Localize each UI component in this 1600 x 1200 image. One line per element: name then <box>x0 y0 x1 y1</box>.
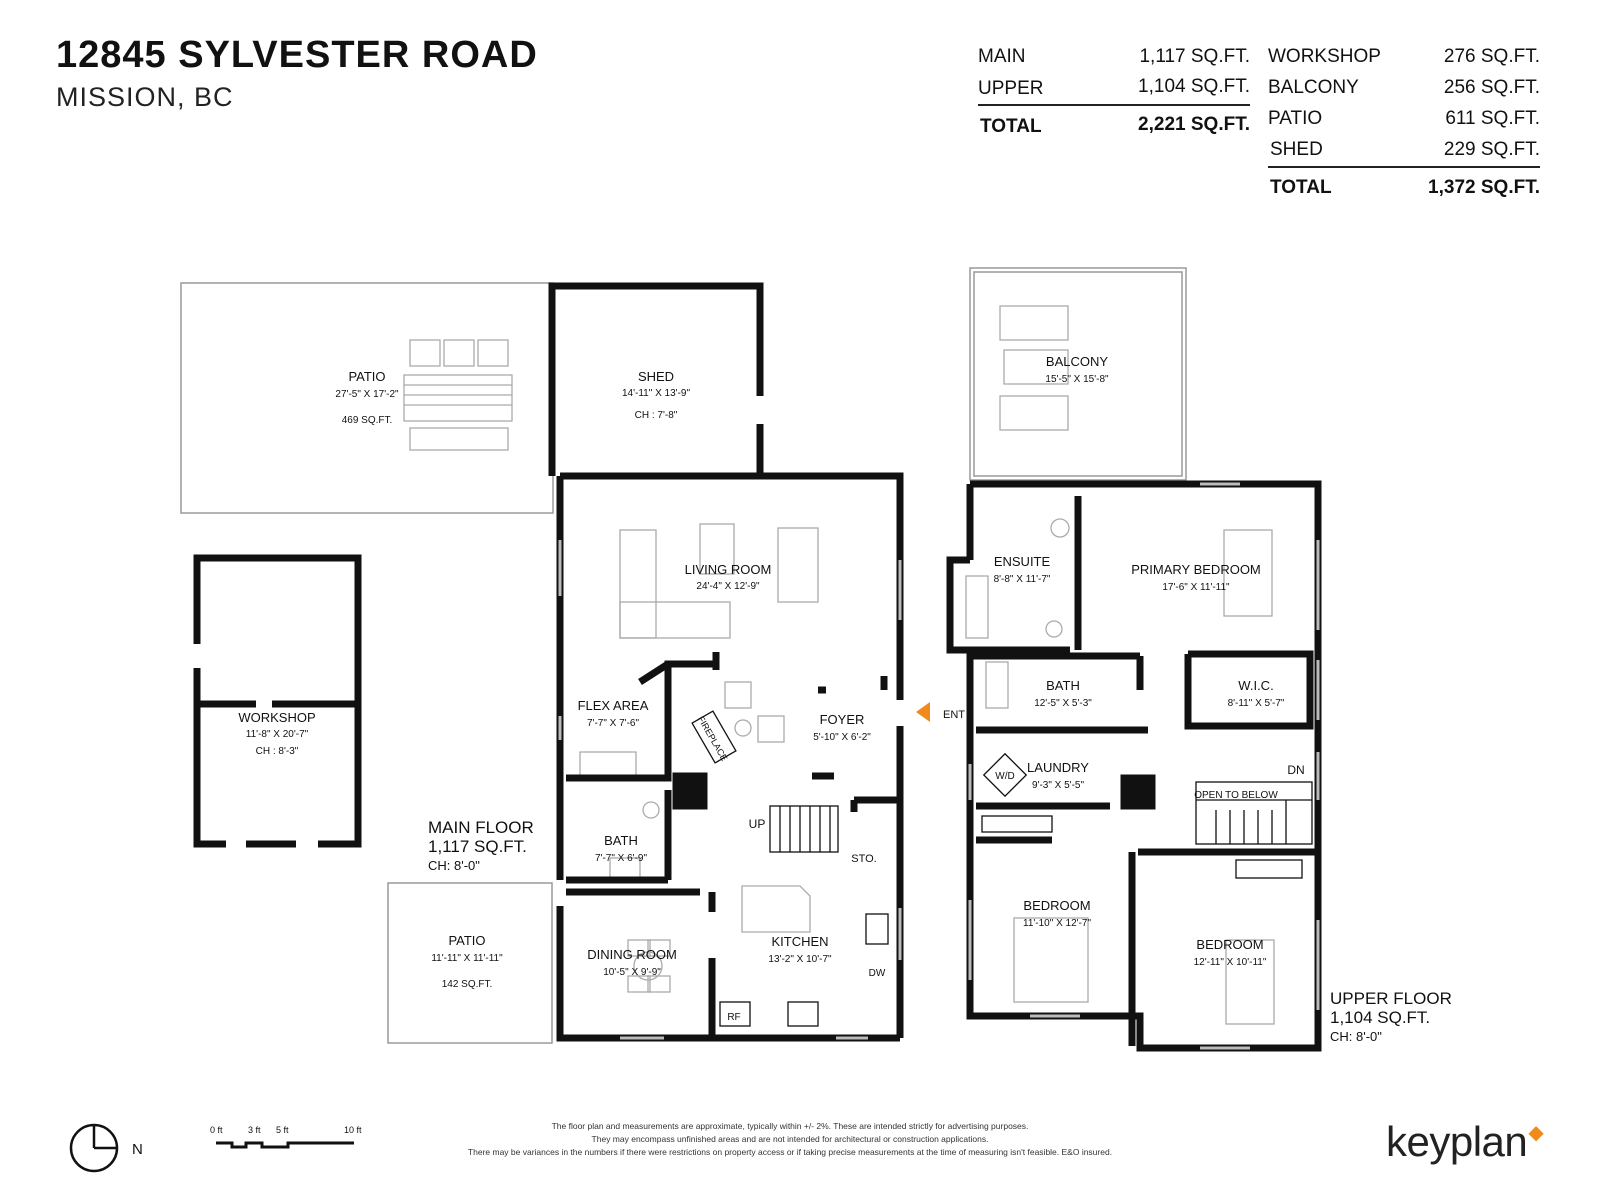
room-label: ENT <box>943 709 965 721</box>
room-label: STO. <box>851 853 876 865</box>
room-label: 13'-2" X 10'-7" <box>768 954 832 965</box>
room-label: RF <box>727 1012 740 1023</box>
disclaimer-line: There may be variances in the numbers if… <box>467 1147 1113 1157</box>
room-label: 5'-10" X 6'-2" <box>813 732 871 743</box>
room-label: LIVING ROOM <box>685 562 772 577</box>
room-label: FOYER <box>820 712 865 727</box>
area-label-patio: PATIO <box>1268 108 1323 129</box>
room-label: 11'-10" X 12'-7" <box>1023 918 1091 929</box>
brand-mark-icon: ◆ <box>1528 1122 1544 1144</box>
room-label: SHED <box>638 369 674 384</box>
keyplan-logo: keyplan ◆ <box>1386 1118 1544 1166</box>
room-label: MAIN FLOOR <box>428 818 534 837</box>
room-label: 9'-3" X 5'-5" <box>1032 780 1085 791</box>
area-value-main: 1,117 SQ.FT. <box>1139 46 1250 67</box>
disclaimer-line: The floor plan and measurements are appr… <box>551 1121 1029 1131</box>
north-arrow-icon: N <box>69 1123 143 1173</box>
room-label: DINING ROOM <box>587 947 677 962</box>
brand-name: keyplan <box>1386 1118 1528 1165</box>
room-label: W.I.C. <box>1238 678 1273 693</box>
room-label: 17'-6" X 11'-11" <box>1162 582 1230 593</box>
room-label: 12'-5" X 5'-3" <box>1034 698 1092 709</box>
room-label: N <box>132 1141 143 1158</box>
patio-bottom-outline <box>387 882 553 1044</box>
room-label: PATIO <box>348 369 385 384</box>
room-label: UPPER FLOOR <box>1330 989 1452 1008</box>
room-label: 1,117 SQ.FT. <box>428 837 527 856</box>
area-label-upper: UPPER <box>978 78 1044 99</box>
room-label: 15'-5" X 15'-8" <box>1045 374 1109 385</box>
disclaimer-line: They may encompass unfinished areas and … <box>591 1134 989 1144</box>
area-label-total: TOTAL <box>980 116 1042 137</box>
area-label-shed: SHED <box>1270 139 1323 160</box>
room-label: KITCHEN <box>771 934 828 949</box>
room-label: 0 ft <box>210 1125 223 1135</box>
room-label: OPEN TO BELOW <box>1194 790 1278 801</box>
room-label: 11'-11" X 11'-11" <box>431 953 503 964</box>
room-label: WORKSHOP <box>238 710 315 725</box>
room-label: BALCONY <box>1046 354 1108 369</box>
area-value-upper: 1,104 SQ.FT. <box>1138 76 1250 97</box>
room-label: BATH <box>1046 678 1080 693</box>
room-label: 142 SQ.FT. <box>442 979 493 990</box>
entrance-arrow-icon <box>916 702 930 722</box>
room-label: 8'-8" X 11'-7" <box>994 574 1051 585</box>
divider <box>1268 166 1540 168</box>
area-label-main: MAIN <box>978 46 1026 67</box>
room-label: PATIO <box>448 933 485 948</box>
room-label: 11'-8" X 20'-7" <box>246 729 309 740</box>
room-label: 27'-5" X 17'-2" <box>335 389 399 400</box>
room-label: DN <box>1287 763 1304 777</box>
area-label-balcony: BALCONY <box>1268 77 1359 98</box>
room-label: 469 SQ.FT. <box>342 415 393 426</box>
room-label: 12'-11" X 10'-11" <box>1194 957 1267 968</box>
area-value-patio: 611 SQ.FT. <box>1445 108 1540 129</box>
room-label: 8'-11" X 5'-7" <box>1228 698 1285 709</box>
property-address: 12845 SYLVESTER ROAD <box>56 34 538 76</box>
area-value-total: 2,221 SQ.FT. <box>1138 114 1250 135</box>
room-label: LAUNDRY <box>1027 760 1089 775</box>
room-label: CH : 7'-8" <box>635 410 678 421</box>
room-label: 5 ft <box>276 1125 289 1135</box>
property-city: MISSION, BC <box>56 82 234 112</box>
area-value-balcony: 256 SQ.FT. <box>1443 77 1540 98</box>
balcony-outline <box>969 267 1187 481</box>
area-value-shed: 229 SQ.FT. <box>1443 139 1540 160</box>
room-label: DW <box>869 968 886 979</box>
room-label: ENSUITE <box>994 554 1051 569</box>
room-label: 7'-7" X 7'-6" <box>587 718 640 729</box>
divider <box>978 104 1250 106</box>
room-label: 10'-5" X 9'-9" <box>603 967 661 978</box>
area-value-workshop: 276 SQ.FT. <box>1443 46 1540 67</box>
room-label: BATH <box>604 833 638 848</box>
room-label: BEDROOM <box>1023 898 1090 913</box>
room-label: W/D <box>995 771 1014 782</box>
area-value-total-other: 1,372 SQ.FT. <box>1428 177 1540 198</box>
room-label: 10 ft <box>344 1125 362 1135</box>
room-label: UP <box>749 817 766 831</box>
area-label-total-other: TOTAL <box>1270 177 1332 198</box>
room-label: 3 ft <box>248 1125 261 1135</box>
room-label: FLEX AREA <box>578 698 649 713</box>
room-label: CH: 8'-0" <box>428 858 480 873</box>
disclaimer: The floor plan and measurements are appr… <box>380 1120 1200 1159</box>
room-label: 1,104 SQ.FT. <box>1330 1008 1430 1027</box>
area-label-workshop: WORKSHOP <box>1268 46 1381 67</box>
room-label: 7'-7" X 6'-9" <box>595 853 648 864</box>
room-label: CH : 8'-3" <box>256 746 299 757</box>
room-label: PRIMARY BEDROOM <box>1131 562 1261 577</box>
scale-bar: 0 ft 3 ft 5 ft 10 ft <box>210 1125 362 1149</box>
room-label: CH: 8'-0" <box>1330 1029 1382 1044</box>
room-label: BEDROOM <box>1196 937 1263 952</box>
room-label: 24'-4" X 12'-9" <box>696 581 760 592</box>
room-label: 14'-11" X 13'-9" <box>622 388 690 399</box>
